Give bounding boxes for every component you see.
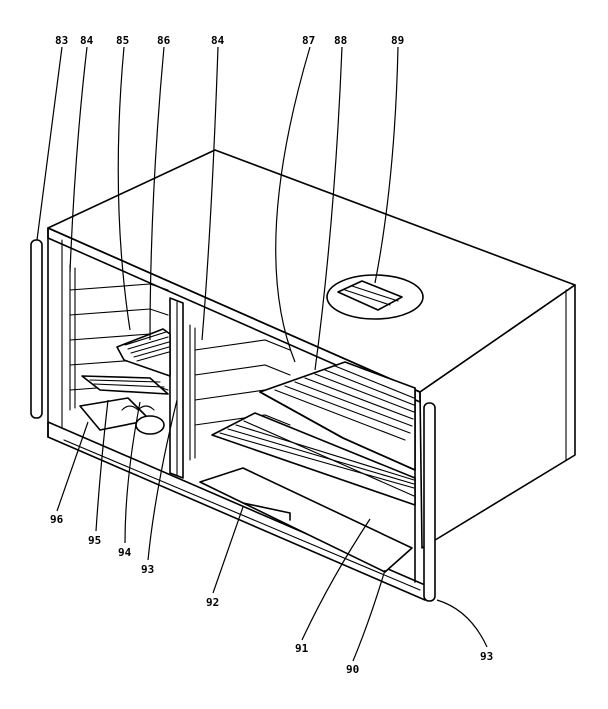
- callout-91: 91: [295, 642, 309, 655]
- leader-lines: [36, 46, 488, 662]
- callout-84-left: 84: [80, 34, 94, 47]
- callout-92: 92: [206, 596, 219, 609]
- callout-95: 95: [88, 534, 101, 547]
- callout-labels: 83 84 85 86 84 87 88 89 96 95 94 93 92 9…: [50, 34, 493, 676]
- callout-84-mid: 84: [211, 34, 225, 47]
- right-compartment: [189, 324, 416, 573]
- left-compartment: [69, 264, 171, 435]
- callout-85: 85: [116, 34, 129, 47]
- callout-88: 88: [334, 34, 347, 47]
- callout-96: 96: [50, 513, 64, 526]
- callout-90: 90: [346, 663, 359, 676]
- cabinet-body: [47, 149, 576, 601]
- callout-87: 87: [302, 34, 315, 47]
- callout-93-center: 93: [141, 563, 154, 576]
- callout-86: 86: [157, 34, 171, 47]
- callout-94: 94: [118, 546, 132, 559]
- callout-89: 89: [391, 34, 404, 47]
- callout-93-right: 93: [480, 650, 493, 663]
- top-opening: [326, 274, 424, 320]
- trim-strips: [30, 239, 436, 602]
- callout-83-top: 83: [55, 34, 68, 47]
